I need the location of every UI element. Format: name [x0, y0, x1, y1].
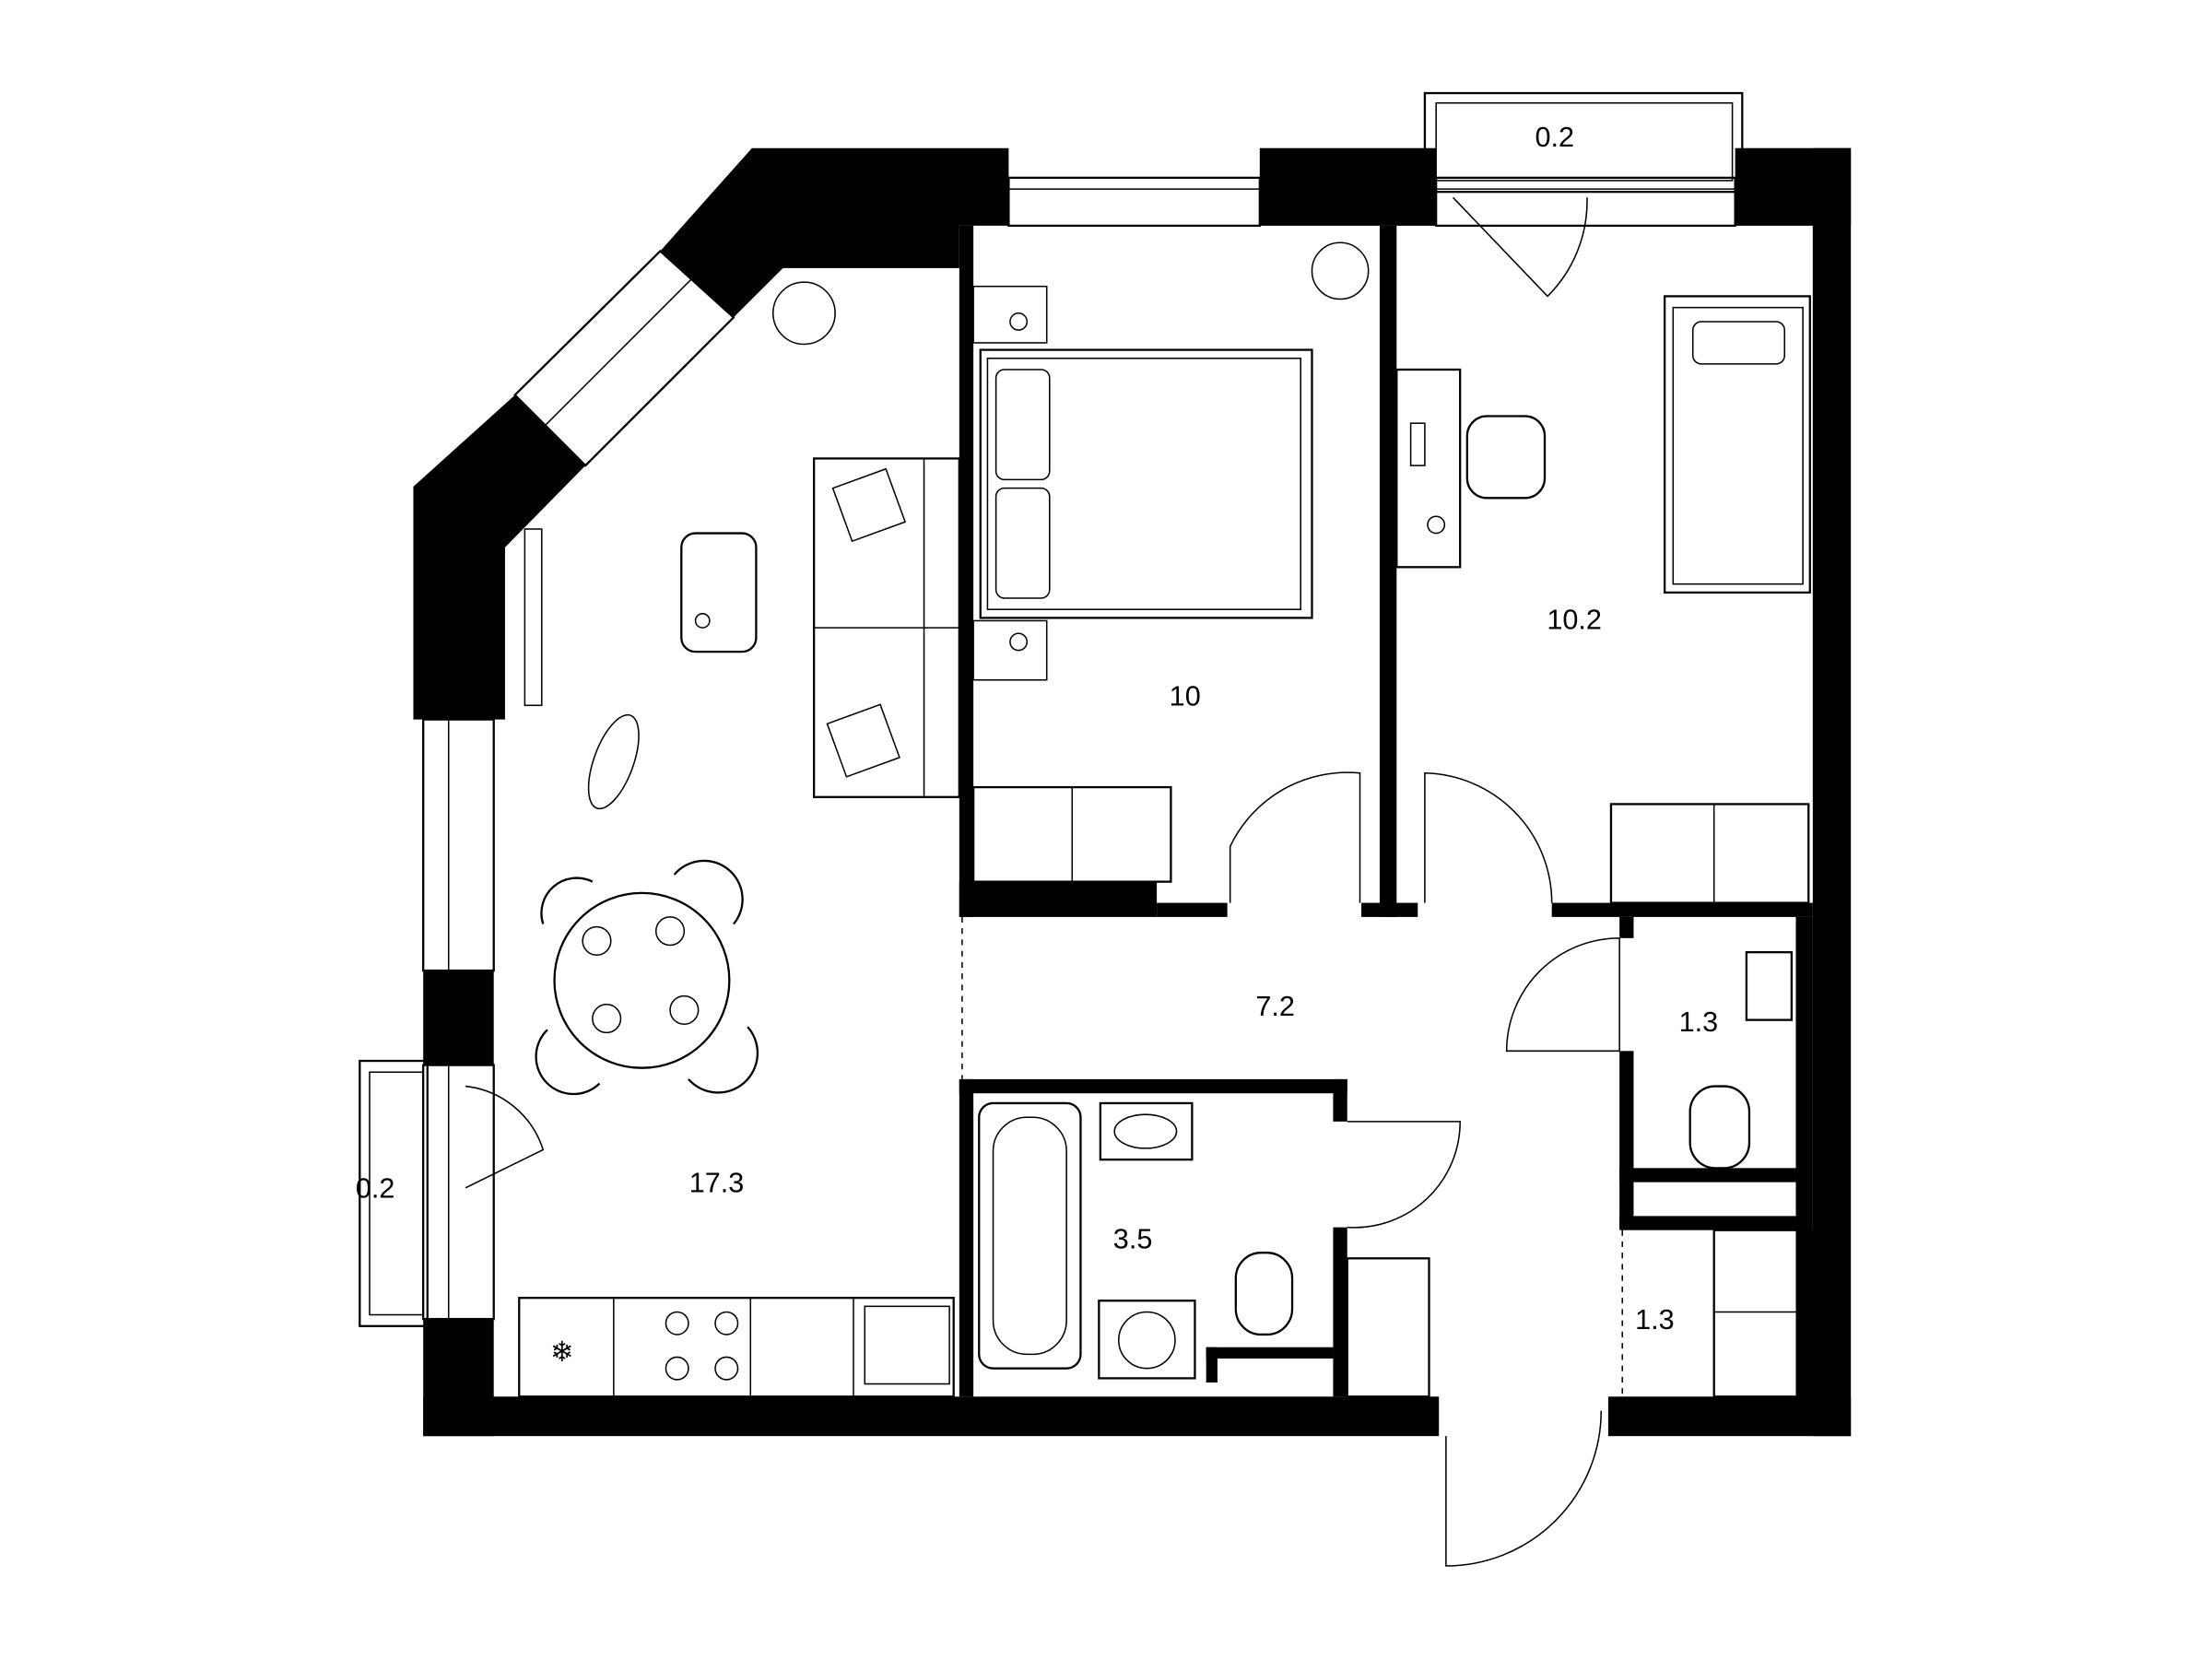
wardrobe-bedroom [971, 785, 1172, 883]
desk-with-chair [1395, 368, 1547, 569]
storage-shelves [1346, 1229, 1814, 1398]
single-bed [1663, 295, 1811, 594]
walls [413, 147, 1852, 1437]
double-bed [979, 348, 1313, 619]
bathtub [978, 1101, 1082, 1370]
coffee-table [680, 532, 758, 653]
wardrobe-kids [1609, 803, 1810, 904]
area-label-hallway: 7.2 [1255, 991, 1295, 1022]
area-label-balcony-top: 0.2 [1535, 122, 1574, 153]
sofa [813, 457, 960, 798]
area-label-storage: 1.3 [1635, 1304, 1675, 1335]
area-label-balcony-left: 0.2 [356, 1172, 395, 1204]
dining-table [535, 859, 759, 1096]
nightstands [972, 285, 1048, 681]
washing-machine [1098, 1300, 1196, 1380]
fridge-icon: ❄ [550, 1336, 574, 1368]
kitchen-counter: ❄ [518, 1297, 955, 1398]
doors [465, 196, 1623, 1567]
area-label-toilet: 1.3 [1679, 1006, 1719, 1038]
balcony-top [1423, 91, 1744, 194]
dog [587, 713, 640, 810]
area-label-bedroom: 10 [1170, 680, 1201, 712]
toilets [1234, 951, 1794, 1336]
area-label-living-kitchen: 17.3 [689, 1167, 745, 1198]
area-label-bathroom: 3.5 [1113, 1224, 1153, 1255]
bathroom-sink [1099, 1101, 1194, 1161]
plants [772, 241, 1370, 346]
area-label-kids-room: 10.2 [1547, 605, 1602, 636]
